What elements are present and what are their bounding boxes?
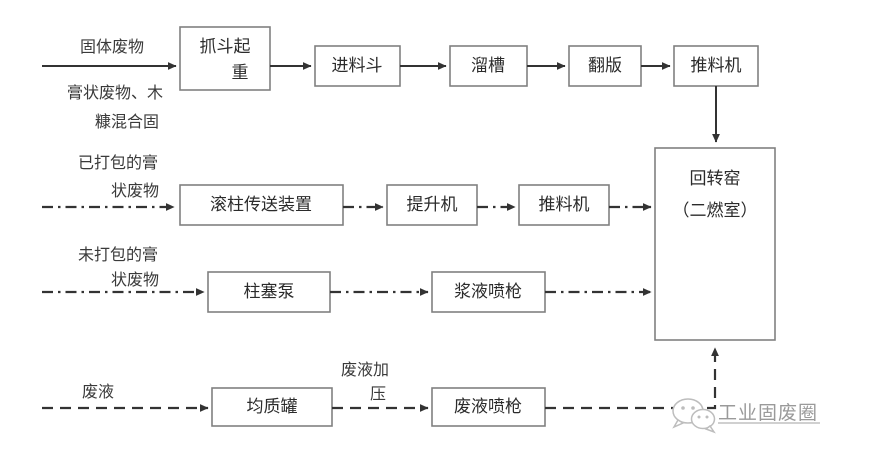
node-roller-conveyor [179, 184, 344, 226]
node-elevator [386, 184, 478, 226]
node-chute-label: 溜槽 [471, 56, 505, 75]
node-plunger-pump-label: 柱塞泵 [244, 282, 295, 301]
node-pusher-top-label: 推料机 [691, 56, 742, 75]
node-pusher-top [673, 45, 759, 87]
node-homogenizing-tank [211, 387, 333, 427]
node-waste-liquid-lance [431, 387, 546, 427]
node-rotary-kiln-label-line2: （二燃室） [673, 201, 758, 220]
watermark: 工业固废圈 [672, 398, 820, 434]
node-grab-crane-label-line2: 重 [232, 63, 249, 82]
node-grab-crane-label-line1: 抓斗起 [200, 37, 251, 56]
node-feed-hopper-label: 进料斗 [332, 56, 383, 75]
node-rotary-kiln [654, 147, 776, 341]
stream-label-unpacked-paste-line1: 未打包的膏 [78, 245, 158, 264]
stream-label-paste-mixed-line1: 膏状废物、木 [67, 83, 163, 102]
stream-label-solid-waste: 固体废物 [80, 38, 144, 56]
node-pusher-mid-label: 推料机 [539, 195, 590, 214]
edge-waste-liquid-lance-to-kiln [545, 347, 719, 410]
node-waste-liquid-lance-label: 废液喷枪 [454, 397, 522, 416]
node-slurry-lance-label: 浆液喷枪 [454, 282, 522, 301]
node-homogenizing-tank-label: 均质罐 [247, 397, 298, 416]
node-plunger-pump [207, 271, 331, 313]
stream-label-liquid-pressurize-line1: 废液加 [341, 361, 389, 379]
stream-label-unpacked-paste-line2: 状废物 [111, 271, 159, 289]
node-rotary-kiln-label-line1: 回转窑 [690, 169, 741, 188]
stream-label-paste-mixed-line2: 糠混合固 [95, 112, 159, 131]
stream-label-waste-liquid: 废液 [82, 383, 114, 401]
node-pusher-mid [518, 184, 610, 226]
stream-label-packed-paste-line2: 状废物 [111, 182, 159, 200]
node-tipper [568, 45, 642, 87]
stream-label-liquid-pressurize-line2: 压 [370, 386, 386, 403]
node-tipper-label: 翻版 [588, 56, 622, 75]
stream-label-packed-paste-line1: 已打包的膏 [78, 153, 158, 172]
node-roller-conveyor-label: 滚柱传送装置 [210, 195, 312, 214]
wechat-icon [672, 398, 716, 434]
node-chute [449, 45, 528, 87]
node-slurry-lance [431, 271, 546, 313]
watermark-label: 工业固废圈 [718, 402, 818, 424]
node-elevator-label: 提升机 [407, 195, 458, 214]
node-grab-crane [179, 26, 271, 91]
